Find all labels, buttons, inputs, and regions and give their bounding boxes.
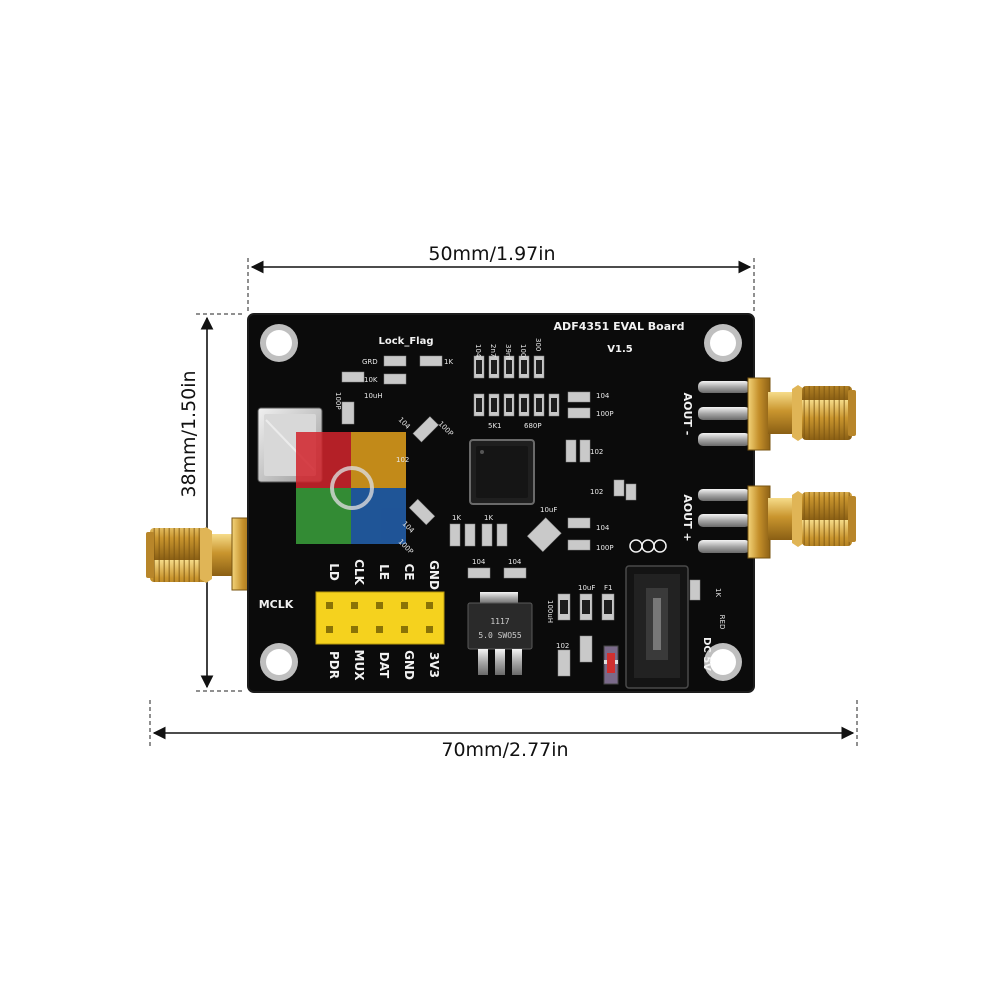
mounting-hole-bl [260,643,298,681]
silk-300: 300 [534,338,542,351]
dimension-left: 38mm/1.50in [178,313,244,692]
pin-header [315,591,445,645]
regulator-label: 1117 [490,617,509,626]
pin-label-pdr: PDR [327,651,341,679]
pin-label-3v3: 3V3 [427,652,441,678]
led-label: RED [718,615,726,630]
silk-1k-b: 1K [714,588,722,597]
silk-680p: 680P [524,422,542,430]
silk-10uf-b: 10uF [578,584,595,592]
silk-100uh: 100uH [546,600,554,623]
mounting-hole-br [704,643,742,681]
silk-102-b: 102 [590,488,603,496]
smd-components [341,355,701,685]
sma-connector-aout-minus [698,377,856,451]
ldo-regulator: 1117 5.0 SWO55 [467,592,533,675]
adf4351-chip [469,439,535,505]
silk-100: 100 [519,344,527,357]
silk-grd: GRD [362,358,378,366]
pin-label-gnd-bottom: GND [402,650,416,680]
silk-102-d: 102 [396,456,409,464]
brand-watermark-logo [296,432,406,544]
mounting-hole-tl [260,324,298,362]
mounting-hole-tr [704,324,742,362]
aout-plus-label: AOUT + [681,494,694,541]
silk-104-b: 104 [596,392,610,400]
lock-flag-label: Lock_Flag [379,336,434,347]
pin-label-le: LE [377,564,391,580]
silk-100p-b: 100P [596,410,614,418]
silk-1k-d: 1K [484,514,493,522]
silk-100p-a: 100P [334,392,342,410]
silk-10uh: 10uH [364,392,383,400]
silk-102-c: 102 [556,642,569,650]
silk-f1: F1 [604,584,612,592]
silk-1k-c: 1K [452,514,461,522]
dc-barrel-jack [625,565,689,689]
silk-104-d: 104 [472,558,486,566]
silk-39nf: 39nf [504,344,512,360]
dimension-bottom-label: 70mm/2.77in [441,739,568,761]
silk-102-a: 102 [590,448,603,456]
dimension-bottom: 70mm/2.77in [149,700,858,761]
pin-label-clk: CLK [352,559,366,585]
pin-label-gnd-top: GND [427,560,441,590]
silk-104-a: 104 [474,344,482,358]
pin-label-ld: LD [327,563,341,581]
polarity-symbol [629,539,667,553]
board-version: V1.5 [607,344,632,355]
silk-10uf-a: 10uF [540,506,557,514]
board-title: ADF4351 EVAL Board [554,320,685,333]
silk-10k: 10K [364,376,378,384]
pin-label-dat: DAT [377,652,391,679]
aout-minus-label: AOUT - [681,393,694,436]
silk-2n7: 2n7 [489,344,497,357]
mclk-label: MCLK [259,598,294,611]
pin-label-mux: MUX [352,650,366,682]
dimension-left-label: 38mm/1.50in [178,370,200,497]
silk-104-c: 104 [596,524,610,532]
silk-1k: 1K [444,358,453,366]
regulator-sub-label: 5.0 SWO55 [478,631,522,640]
sma-connector-aout-plus [698,485,856,559]
pin-label-ce: CE [402,563,416,580]
dimension-top: 50mm/1.97in [247,243,755,312]
dimension-top-label: 50mm/1.97in [428,243,555,265]
dc-input-label: DC 5V [701,637,712,671]
silk-5k1: 5K1 [488,422,502,430]
silk-104-e: 104 [508,558,522,566]
silk-100p-c: 100P [596,544,614,552]
